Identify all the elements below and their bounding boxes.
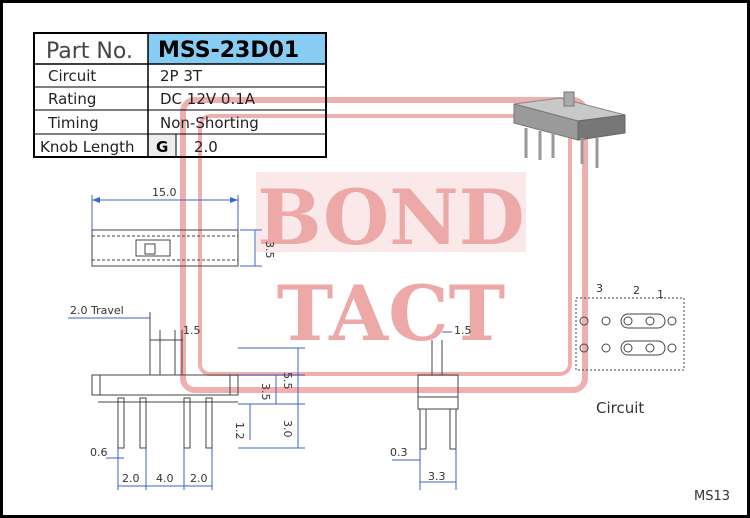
dim-body-height: 3.5 (263, 241, 276, 259)
circuit-value: 2P 3T (160, 67, 203, 85)
dim-pitch-left: 2.0 (122, 472, 140, 485)
dim-side-knob: 1.5 (454, 324, 472, 337)
dim-total-height: 5.5 (281, 372, 294, 390)
watermark: BOND TACT (180, 97, 588, 393)
end-view (392, 331, 459, 490)
dim-end-width: 3.3 (428, 470, 446, 483)
dim-knob-width: 1.5 (183, 324, 201, 337)
dim-pin-offset: 1.2 (233, 422, 246, 440)
circuit-diagram: 3 2 1 Circuit (575, 282, 685, 417)
rating-value: DC 12V 0.1A (160, 90, 256, 108)
rating-label: Rating (48, 90, 96, 108)
circuit-label: Circuit (596, 399, 644, 417)
dim-pitch-right: 2.0 (190, 472, 208, 485)
dim-overall-width: 15.0 (152, 186, 177, 199)
timing-value: Non-Shorting (160, 114, 259, 132)
part-no-label: Part No. (46, 39, 133, 64)
switch-3d-render (513, 91, 626, 168)
top-view (91, 195, 262, 267)
dim-end-pin: 0.3 (390, 446, 408, 459)
part-no-value: MSS-23D01 (158, 38, 299, 63)
circuit-label: Circuit (48, 67, 96, 85)
dim-pin-length: 3.0 (281, 420, 294, 438)
dim-travel: 2.0 Travel (70, 304, 124, 317)
spec-table: Part No. MSS-23D01 Circuit 2P 3T Rating … (33, 32, 327, 158)
timing-label: Timing (47, 114, 99, 132)
knob-length-label: Knob Length (40, 138, 135, 156)
circuit-pin-3: 3 (596, 282, 603, 295)
circuit-pin-2: 2 (633, 284, 640, 297)
side-view (68, 312, 305, 490)
knob-length-code: G (156, 138, 168, 156)
watermark-line2: TACT (277, 269, 505, 358)
dim-pitch-mid: 4.0 (156, 472, 174, 485)
part-number-highlight (148, 33, 326, 64)
knob-code-cell (148, 134, 176, 157)
model-code: MS13 (694, 489, 730, 504)
circuit-pin-1: 1 (657, 288, 664, 301)
dim-pin-thickness: 0.6 (90, 446, 108, 459)
knob-length-value: 2.0 (194, 138, 218, 156)
watermark-line1: BOND (257, 173, 524, 262)
dim-body-height-side: 3.5 (259, 383, 272, 401)
